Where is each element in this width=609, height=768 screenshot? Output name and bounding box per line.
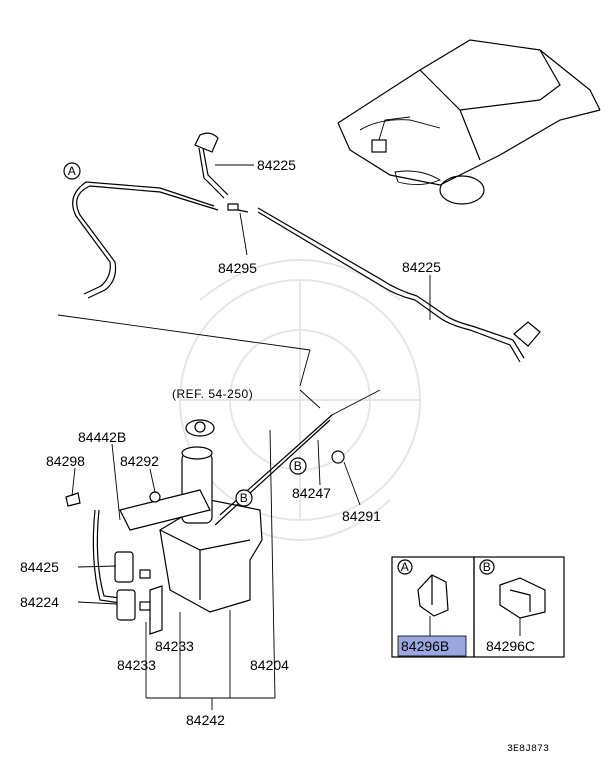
marker-a-main: A [63, 162, 81, 180]
label-84296c: 84296C [486, 638, 535, 654]
label-84233-a: 84233 [155, 638, 194, 654]
label-84296b: 84296B [401, 638, 449, 654]
diagram-code: 3E8J873 [507, 744, 549, 755]
marker-b-hose: B [289, 457, 307, 475]
upper-leaders [57, 164, 431, 417]
label-84225-top: 84225 [257, 157, 296, 173]
marker-b-tank: B [235, 489, 253, 507]
marker-b-inset: B [479, 559, 495, 575]
label-84233-b: 84233 [117, 657, 156, 673]
clip-inset [391, 556, 565, 658]
label-84425: 84425 [20, 559, 59, 575]
svg-text:A: A [68, 164, 77, 178]
label-84298: 84298 [46, 453, 85, 469]
lower-leaders [71, 429, 361, 710]
marker-a-inset: A [397, 559, 413, 575]
label-84295: 84295 [218, 260, 257, 276]
svg-text:B: B [240, 491, 249, 505]
label-84224: 84224 [20, 594, 59, 610]
highlight-84296b [397, 635, 467, 657]
car-illustration [337, 39, 601, 205]
svg-text:B: B [294, 459, 303, 473]
upper-hose-assembly [72, 132, 541, 363]
svg-text:A: A [401, 560, 410, 574]
label-84247: 84247 [292, 485, 331, 501]
label-84291: 84291 [342, 508, 381, 524]
label-84292: 84292 [120, 453, 159, 469]
label-84225-right: 84225 [402, 259, 441, 275]
label-ref: (REF. 54-250) [172, 387, 253, 401]
label-84242: 84242 [186, 712, 225, 728]
washer-tank-assembly [65, 414, 345, 635]
svg-text:B: B [483, 560, 492, 574]
label-84204: 84204 [250, 657, 289, 673]
label-84442b: 84442B [78, 429, 126, 445]
